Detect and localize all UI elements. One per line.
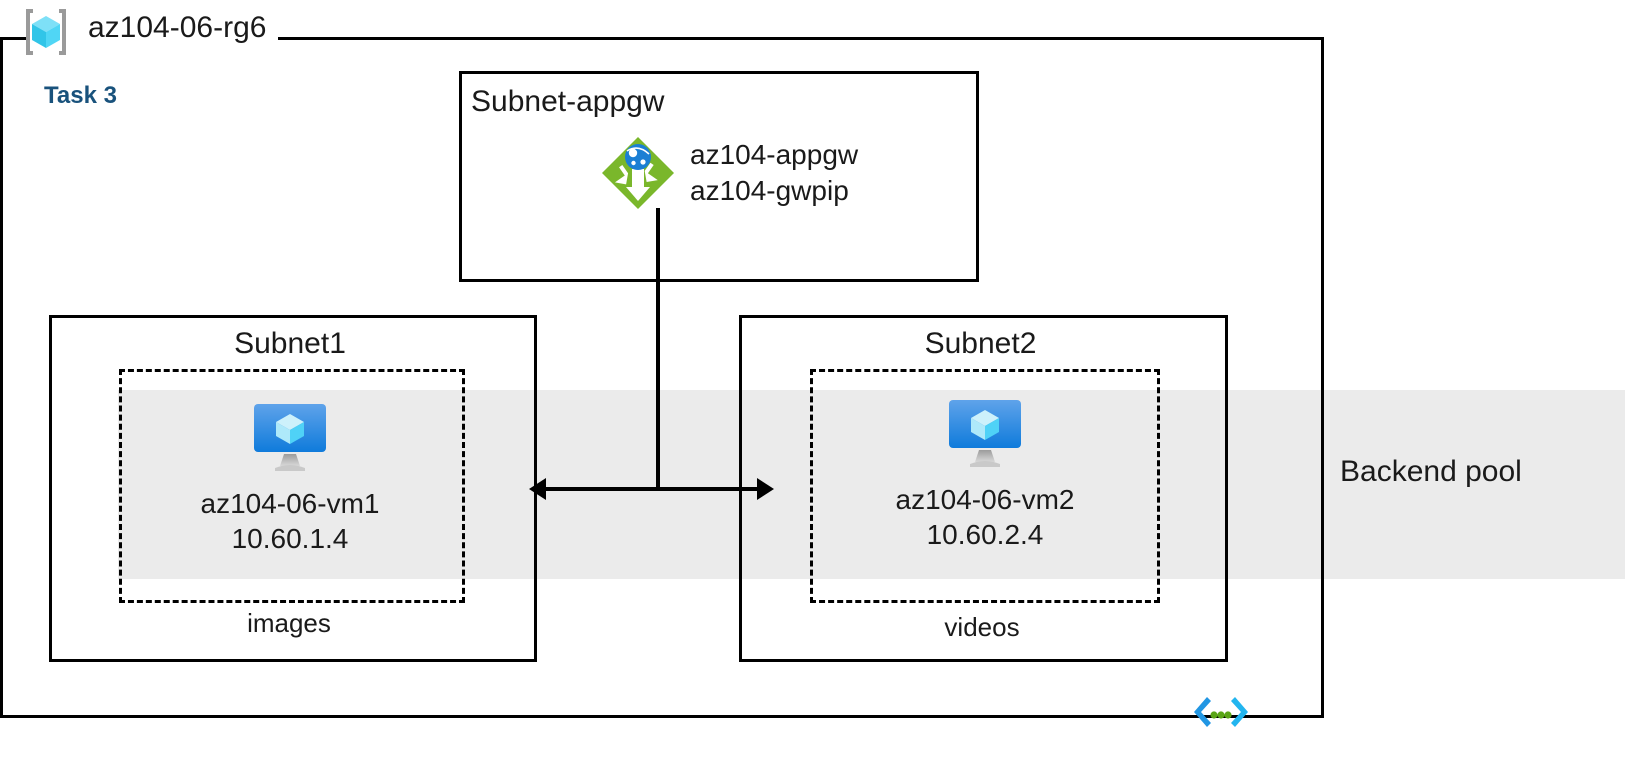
subnet1-caption: images [247, 608, 331, 638]
resource-group-border-top-right [278, 37, 1324, 40]
code-brackets-icon [1193, 693, 1249, 731]
vm1-node: az104-06-vm1 10.60.1.4 [170, 402, 410, 556]
gateway-to-vms-connector [656, 208, 660, 491]
backend-pool-band [118, 390, 1625, 579]
task-label: Task 3 [44, 82, 117, 109]
connector-arrow-right [757, 478, 774, 500]
resource-group-border-left [0, 37, 3, 718]
virtual-machine-icon [170, 402, 410, 474]
vm1-ip: 10.60.1.4 [231, 523, 349, 554]
appgw-pip-label: az104-gwpip [690, 175, 849, 206]
subnet2-caption: videos [944, 612, 1020, 642]
vm2-ip: 10.60.2.4 [926, 519, 1044, 550]
application-gateway-node: az104-appgw az104-gwpip [600, 135, 858, 211]
vm2-name: az104-06-vm2 [895, 484, 1075, 515]
subnet-appgw-title: Subnet-appgw [471, 85, 665, 118]
resource-group-border-top-left [0, 37, 26, 40]
appgw-name-label: az104-appgw [690, 138, 859, 170]
resource-group-title: az104-06-rg6 [88, 11, 267, 44]
backend-pool-label: Backend pool [1340, 455, 1522, 488]
resource-group-border-right [1321, 37, 1324, 718]
subnet1-subnet2-connector [540, 487, 762, 491]
vm2-node: az104-06-vm2 10.60.2.4 [865, 398, 1105, 552]
subnet1-nsg-boundary [119, 369, 465, 603]
virtual-machine-icon [865, 398, 1105, 470]
resource-group-border-bottom [0, 715, 1324, 718]
resource-group-cube-icon [20, 6, 72, 58]
subnet2-title: Subnet2 [924, 327, 1037, 360]
connector-arrow-left [529, 478, 546, 500]
application-gateway-labels: az104-appgw az104-gwpip [690, 137, 858, 210]
subnet1-title: Subnet1 [234, 327, 346, 360]
application-gateway-icon [600, 135, 676, 211]
subnet2-nsg-boundary [810, 369, 1160, 603]
vm1-name: az104-06-vm1 [200, 488, 380, 519]
subnet-appgw-box [459, 71, 979, 282]
